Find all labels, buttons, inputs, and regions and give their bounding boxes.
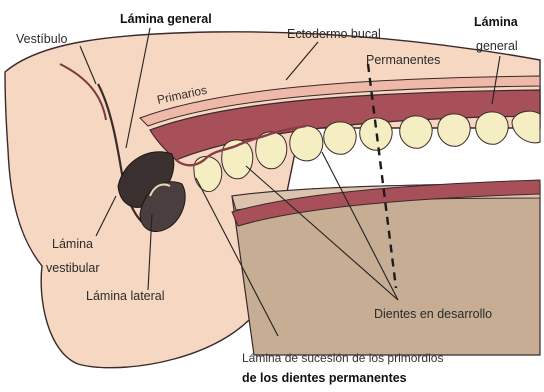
tooth <box>324 122 356 154</box>
tooth <box>400 116 432 148</box>
label-vestibulo: Vestíbulo <box>16 32 67 46</box>
label-permanentes: Permanentes <box>366 53 440 67</box>
tooth <box>512 111 540 143</box>
label-lamina-sucesion-2: de los dientes permanentes <box>242 371 407 385</box>
label-lamina-general-right-2: general <box>476 39 518 53</box>
label-dientes-en-desarrollo: Dientes en desarrollo <box>374 307 492 321</box>
label-lamina-vestibular-2: vestibular <box>46 261 100 275</box>
tooth <box>290 126 323 161</box>
label-lamina-general-right-1: Lámina <box>474 15 519 29</box>
label-lamina-general-top: Lámina general <box>120 12 212 26</box>
label-ectodermo-bucal: Ectodermo bucal <box>287 27 381 41</box>
label-lamina-lateral: Lámina lateral <box>86 289 165 303</box>
label-lamina-vestibular-1: Lámina <box>52 237 93 251</box>
label-lamina-sucesion-1: Lámina de sucesión de los primordios <box>242 351 443 365</box>
tooth <box>476 112 508 144</box>
tooth <box>438 114 470 146</box>
